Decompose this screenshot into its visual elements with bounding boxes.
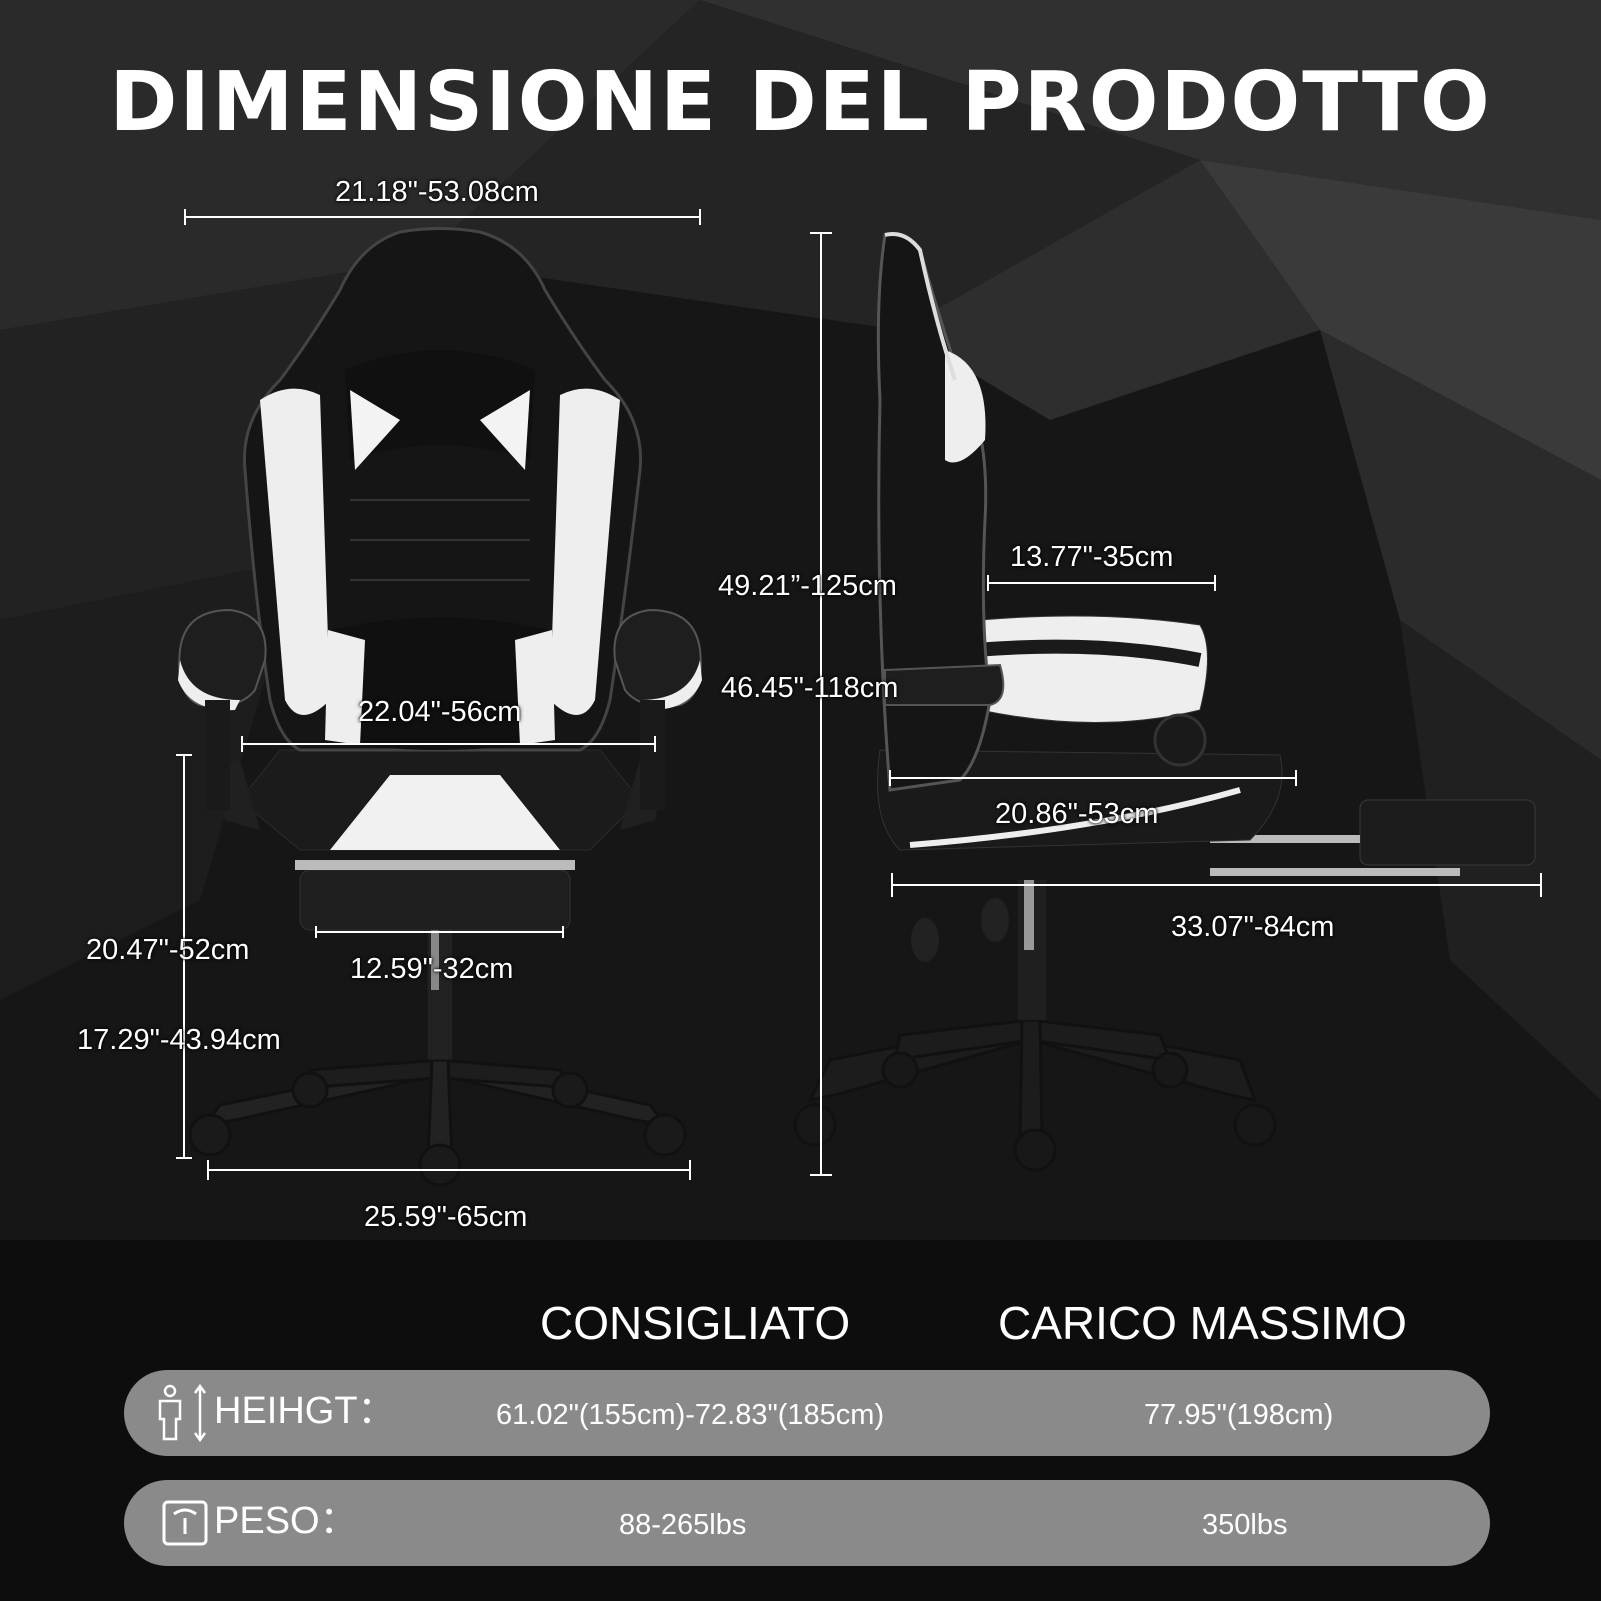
chair-side-view [793,232,1536,1172]
chair-front-view [178,227,702,1187]
person-height-icon [158,1383,207,1443]
spec-label-weight: PESO： [214,1500,358,1542]
spec-row-weight: PESO： 88-265lbs 350lbs [124,1480,1490,1566]
dim-armrest-width: 22.04"-56cm [358,696,522,728]
column-max-load: CARICO MASSIMO [998,1297,1407,1349]
dim-footrest-depth: 33.07"-84cm [1171,911,1335,943]
dim-side-depth: 20.86"-53cm [995,798,1159,830]
spec-label-height: HEIHGT： [214,1390,396,1432]
side-base [793,1018,1277,1172]
spec-height-recommended: 61.02"(155cm)-72.83"(185cm) [496,1399,885,1431]
spec-height-max: 77.95"(198cm) [1144,1399,1334,1431]
dim-min-height: 46.45"-118cm [721,672,899,704]
spec-weight-recommended: 88-265lbs [619,1509,747,1541]
scale-icon [162,1500,208,1546]
dim-total-height: 49.21”-125cm [718,570,897,602]
page-title: DIMENSIONE DEL PRODOTTO [109,55,1492,150]
measurement-lines [176,209,1542,1180]
spec-weight-max: 350lbs [1202,1509,1288,1541]
spec-row-height: HEIHGT： 61.02"(155cm)-72.83"(185cm) 77.9… [124,1370,1490,1456]
column-recommended: CONSIGLIATO [540,1297,851,1349]
dim-seat-height-min: 17.29"-43.94cm [77,1024,281,1056]
front-base [188,1058,687,1187]
dim-seat-height-max: 20.47"-52cm [86,934,250,966]
dim-base-width: 25.59"-65cm [364,1201,528,1233]
dim-seat-back-width: 21.18"-53.08cm [335,176,539,208]
dim-footrest-width: 12.59"-32cm [350,953,514,985]
dim-seat-depth: 13.77"-35cm [1010,541,1174,573]
